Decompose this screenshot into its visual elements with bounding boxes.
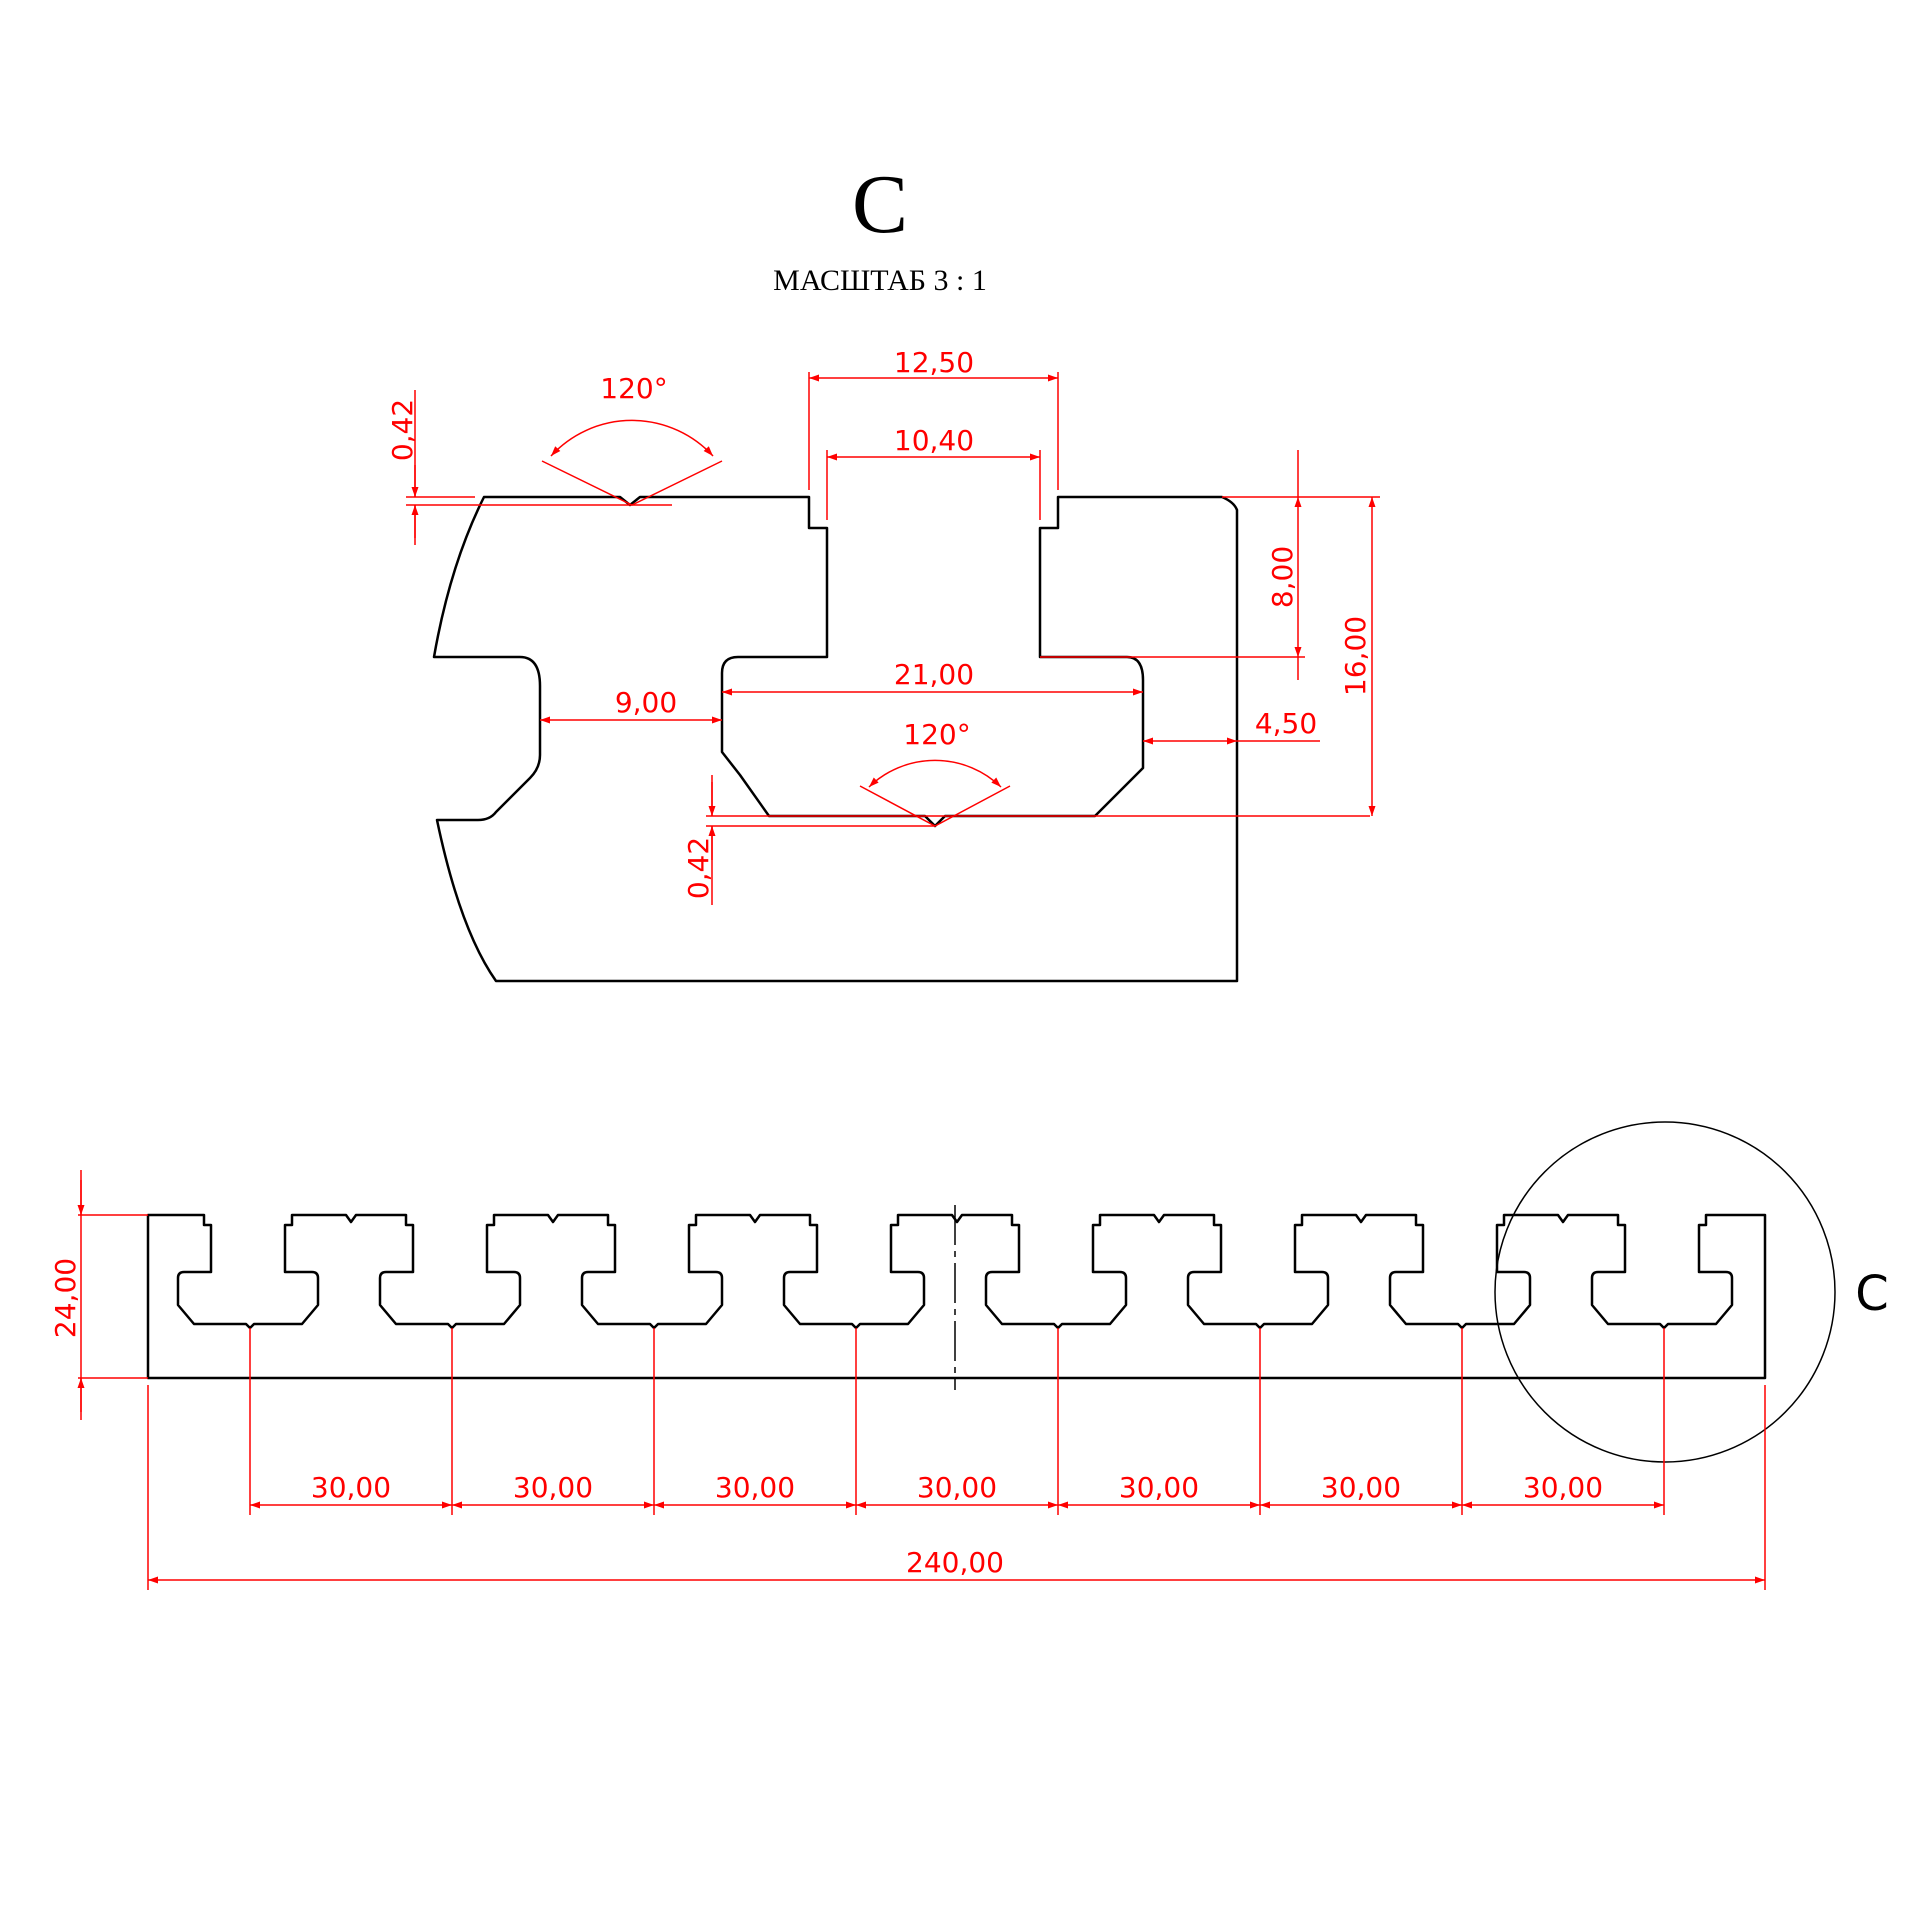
detail-title: C xyxy=(852,158,908,251)
profile-outline xyxy=(146,1213,1767,1380)
overall-length-label: 240,00 xyxy=(906,1546,1004,1579)
overall-length-dimension: 240,00 xyxy=(147,1385,1766,1590)
pitch-label: 30,00 xyxy=(1119,1471,1199,1504)
pitch-label: 30,00 xyxy=(311,1471,391,1504)
pitch-label: 30,00 xyxy=(1321,1471,1401,1504)
pitch-label: 30,00 xyxy=(513,1471,593,1504)
land-width-dimension: 9,00 xyxy=(540,686,722,724)
vertical-depth-dimensions: 8,00 16,00 xyxy=(1040,450,1380,816)
angle-bottom-label: 120° xyxy=(903,718,970,751)
land-width-label: 9,00 xyxy=(615,686,677,719)
detail-profile-outline xyxy=(432,495,1239,983)
side-wall-label: 4,50 xyxy=(1255,707,1317,740)
slot-opening-dimensions: 12,50 10,40 xyxy=(808,346,1059,520)
angle-top-dimension: 120° xyxy=(541,372,723,506)
detail-circle xyxy=(1494,1121,1836,1463)
pitch-label: 30,00 xyxy=(917,1471,997,1504)
detail-scale-label: МАСШТАБ 3 : 1 xyxy=(773,264,987,297)
slot-inner-width-label: 21,00 xyxy=(894,658,974,691)
angle-top-label: 120° xyxy=(600,372,667,405)
overall-height-dimension: 24,00 xyxy=(49,1170,148,1420)
depth-bottom-label: 0,42 xyxy=(682,837,715,899)
angle-bottom-dimension: 120° xyxy=(859,718,1011,827)
slot-depth-label: 16,00 xyxy=(1339,616,1372,696)
overall-height-label: 24,00 xyxy=(49,1258,82,1338)
neck-height-label: 8,00 xyxy=(1266,546,1299,608)
depth-top-dimension: 0,42 xyxy=(386,390,672,545)
slot-opening-outer-label: 12,50 xyxy=(894,346,974,379)
detail-view-c: C МАСШТАБ 3 : 1 120° 0,42 12,50 10,40 xyxy=(386,158,1380,983)
depth-top-label: 0,42 xyxy=(386,399,419,461)
side-wall-dimension: 4,50 xyxy=(1143,707,1320,745)
slot-opening-inner-label: 10,40 xyxy=(894,424,974,457)
slot-inner-width-dimension: 21,00 xyxy=(722,658,1143,696)
pitch-dimensions: 30,00 30,00 30,00 30,00 30,00 30,00 30,00 xyxy=(249,1328,1665,1515)
detail-callout-label: C xyxy=(1855,1266,1889,1322)
pitch-label: 30,00 xyxy=(1523,1471,1603,1504)
depth-bottom-dimension: 0,42 xyxy=(682,775,1370,905)
pitch-label: 30,00 xyxy=(715,1471,795,1504)
